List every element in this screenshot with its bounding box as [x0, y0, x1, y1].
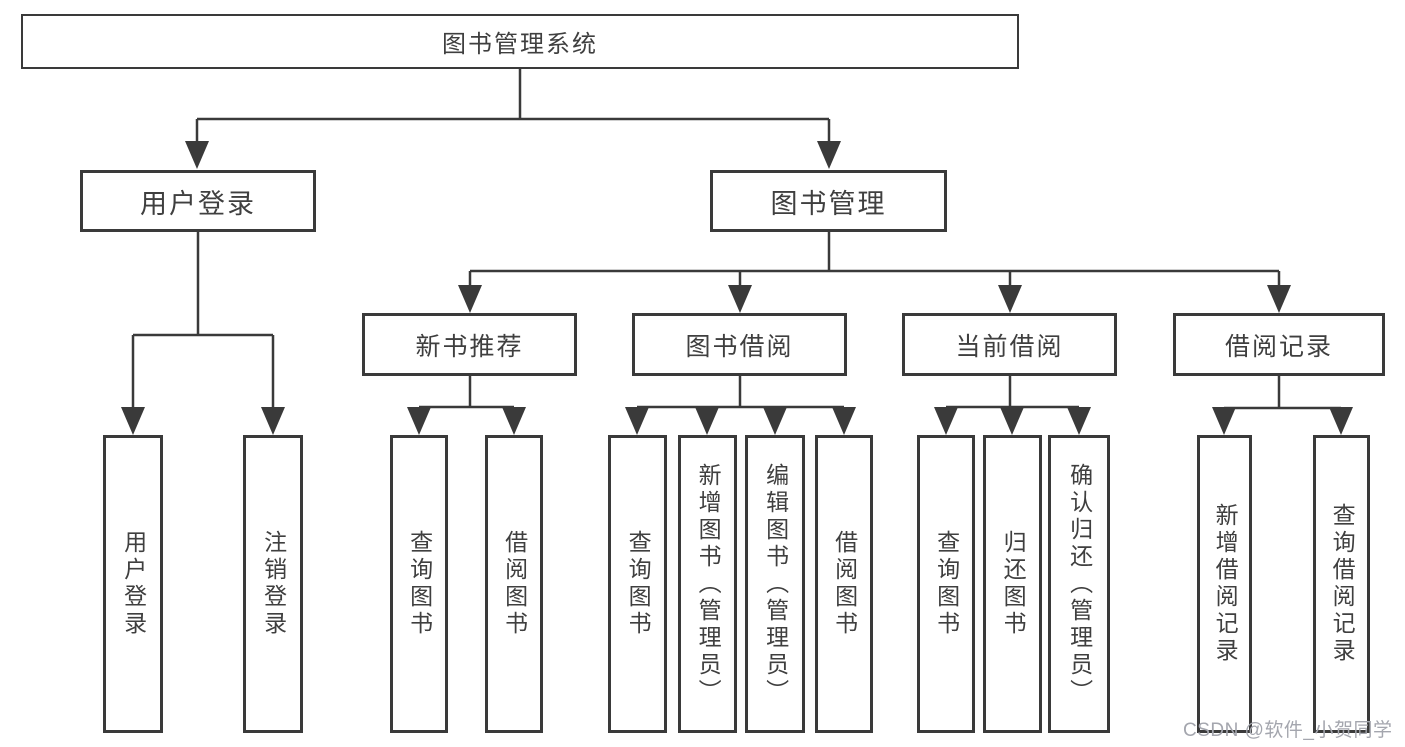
node-rec-query-books: 查询图书 [390, 435, 448, 733]
node-cb-return-books: 归还图书 [983, 435, 1042, 733]
connector-book-mgmt [458, 232, 1291, 313]
connector-root [185, 69, 841, 169]
node-cb-query-books: 查询图书 [917, 435, 975, 733]
node-leaf-user-login: 用户登录 [103, 435, 163, 733]
node-leaf-logout-login: 注销登录 [243, 435, 303, 733]
node-cb-confirm-return-admin: 确认归还（管理员） [1048, 435, 1110, 733]
node-current-borrow: 当前借阅 [902, 313, 1117, 376]
node-book-borrow: 图书借阅 [632, 313, 847, 376]
node-bb-add-books-admin: 新增图书（管理员） [678, 435, 737, 733]
node-br-query-borrow-record: 查询借阅记录 [1313, 435, 1370, 733]
csdn-watermark: CSDN @软件_小贺同学 [1183, 720, 1393, 741]
node-borrow-records: 借阅记录 [1173, 313, 1385, 376]
connector-user-login [121, 231, 285, 435]
node-br-add-borrow-record: 新增借阅记录 [1197, 435, 1252, 733]
node-rec-borrow-books: 借阅图书 [485, 435, 543, 733]
node-new-book-recommend: 新书推荐 [362, 313, 577, 376]
connector-book-borrow [625, 376, 856, 435]
connector-new-book-rec [407, 376, 526, 435]
node-book-mgmt: 图书管理 [710, 170, 947, 232]
node-bb-query-books: 查询图书 [608, 435, 667, 733]
connector-current-borrow [934, 376, 1091, 435]
node-user-login: 用户登录 [80, 170, 316, 232]
node-root: 图书管理系统 [21, 14, 1019, 69]
connector-borrow-records [1212, 376, 1353, 435]
node-bb-edit-books-admin: 编辑图书（管理员） [745, 435, 805, 733]
node-bb-borrow-books: 借阅图书 [815, 435, 873, 733]
